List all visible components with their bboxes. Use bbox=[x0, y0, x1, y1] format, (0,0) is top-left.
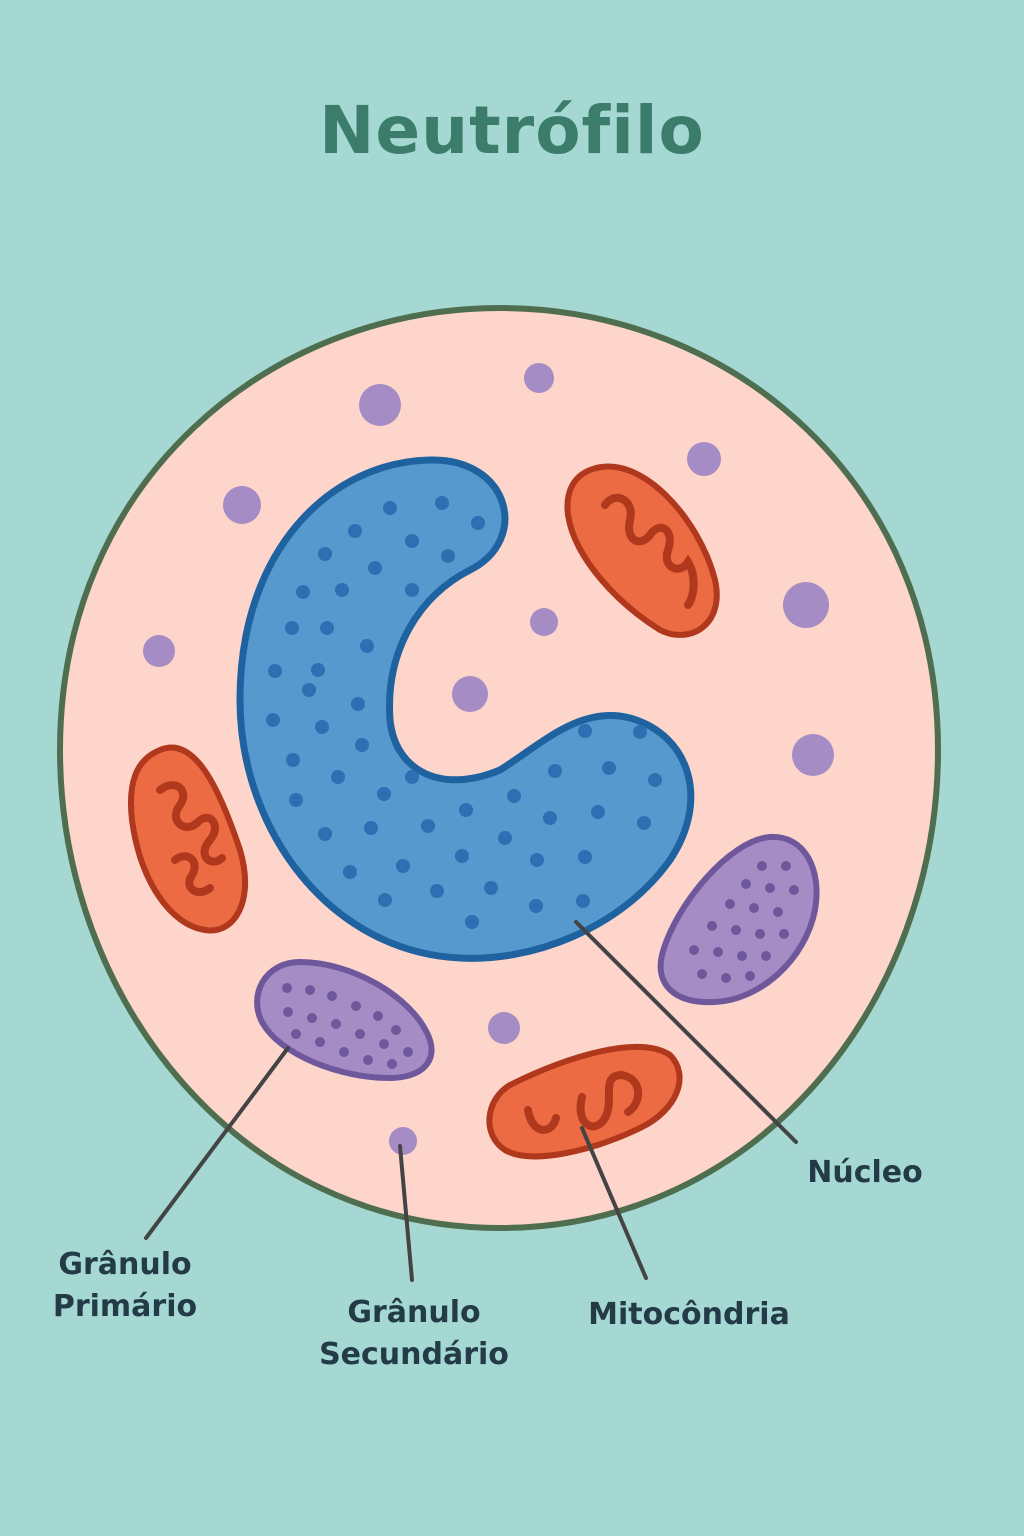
secondary-granule bbox=[223, 486, 261, 524]
primary-granule-right bbox=[657, 833, 820, 1006]
nucleus-chromatin bbox=[266, 496, 662, 929]
secondary-granules bbox=[143, 363, 834, 1155]
nucleus-body bbox=[236, 456, 695, 962]
leader-line-primary-granule bbox=[144, 1046, 290, 1240]
mitochondrion-upper-right bbox=[564, 463, 720, 638]
nucleus bbox=[236, 456, 695, 962]
diagram-title: Neutrófilo bbox=[319, 92, 705, 169]
leader-lines bbox=[144, 920, 798, 1282]
leader-line-nucleus bbox=[574, 920, 798, 1144]
secondary-granule bbox=[530, 608, 558, 636]
secondary-granule bbox=[389, 1127, 417, 1155]
secondary-granule bbox=[687, 442, 721, 476]
secondary-granule bbox=[524, 363, 554, 393]
leader-line-secondary-granule bbox=[398, 1144, 414, 1282]
secondary-granule bbox=[783, 582, 829, 628]
leader-line-mitochondria bbox=[580, 1126, 648, 1280]
primary-granule-lower-left bbox=[254, 958, 435, 1082]
secondary-granule bbox=[143, 635, 175, 667]
mitochondrion-left bbox=[127, 744, 249, 934]
secondary-granule bbox=[488, 1012, 520, 1044]
secondary-granule bbox=[452, 676, 488, 712]
label-primary-granule: Grânulo Primário bbox=[52, 1247, 198, 1324]
label-secondary-granule: Grânulo Secundário bbox=[319, 1295, 509, 1372]
secondary-granule bbox=[792, 734, 834, 776]
label-nucleus: Núcleo bbox=[807, 1155, 923, 1190]
mitochondrion-bottom bbox=[486, 1043, 683, 1160]
secondary-granule bbox=[359, 384, 401, 426]
label-mitochondria: Mitocôndria bbox=[588, 1297, 790, 1332]
